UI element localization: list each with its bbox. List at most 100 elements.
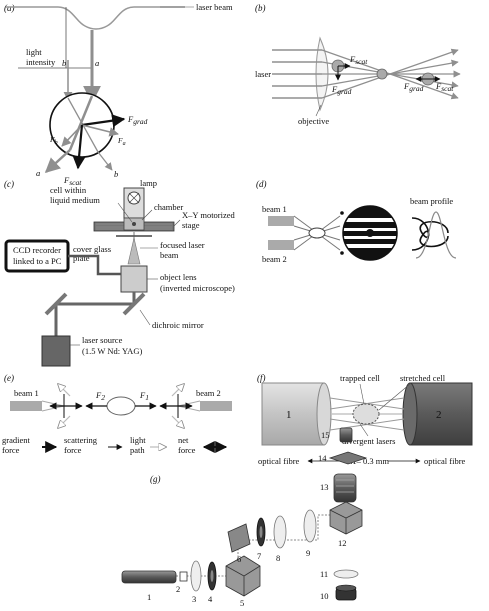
- e-beam2-label: beam 2: [196, 388, 221, 398]
- b-fscat-label: Fscat: [349, 54, 368, 66]
- ccd-label-2: linked to a PC: [13, 256, 62, 266]
- legend-light-1: light: [130, 435, 146, 445]
- focused-label-1: focused laser: [160, 240, 205, 250]
- mirror-left: [44, 292, 68, 316]
- object-label-1: object lens: [160, 272, 197, 282]
- stage-label-2: stage: [182, 220, 200, 230]
- d-profile-curve-2: [411, 230, 449, 251]
- lamp-cross: [128, 192, 140, 204]
- f-scat-label: Fscat: [63, 175, 82, 187]
- g-label-2: 2: [176, 584, 180, 594]
- cell-label-1: cell within: [50, 185, 87, 195]
- f-stretched-label: stretched cell: [400, 373, 446, 383]
- ray-b-outgoing: [97, 151, 113, 171]
- light-label: light: [26, 47, 42, 57]
- chamber-label: chamber: [154, 202, 183, 212]
- panel-g-label: (g): [150, 474, 161, 484]
- intensity-profile-curve: [6, 6, 185, 30]
- e-beam1-bar: [10, 401, 42, 411]
- g-label-11: 11: [320, 569, 328, 579]
- force-b-arrow: [61, 124, 83, 147]
- out-a-label: a: [36, 168, 40, 178]
- g-objective-13: [333, 473, 357, 503]
- laser-path: [54, 292, 136, 336]
- g-stage-14: [328, 451, 368, 465]
- g-label-1: 1: [147, 592, 151, 602]
- legend-gradient-1: gradient: [2, 435, 30, 445]
- panel-g: (g): [121, 427, 368, 608]
- panel-f: (f) 1 2 trapped cell stretched cell dive…: [257, 373, 473, 466]
- cover-label-2: plate: [73, 253, 90, 263]
- e-beam1-label: beam 1: [14, 388, 39, 398]
- g-cube-5: [225, 555, 261, 597]
- source-label-1: laser source: [82, 335, 123, 345]
- g-label-12: 12: [338, 538, 347, 548]
- source-label-2: (1.5 W Nd: YAG): [82, 346, 142, 356]
- panel-a-label: (a): [4, 3, 15, 13]
- g-disk-11: [333, 569, 359, 579]
- g-component-numbers: 1 2 3 4 5 6 7 8 9 10 11 12 13 14 15: [147, 430, 347, 608]
- stage-label-1: X–Y motorized: [182, 210, 236, 220]
- g-label-8: 8: [276, 553, 280, 563]
- d-beam2-bar: [268, 240, 294, 250]
- intensity-label: intensity: [26, 57, 56, 67]
- focused-laser-beam: [127, 237, 141, 265]
- g-label-7: 7: [257, 551, 261, 561]
- g-label-5: 5: [240, 598, 244, 608]
- panel-c-label: (c): [4, 179, 14, 189]
- panel-f-label: (f): [257, 373, 266, 383]
- f-grad-label: Fgrad: [127, 114, 148, 126]
- d-beam1-bar: [268, 216, 294, 226]
- laser-source: [41, 335, 71, 367]
- legend-net-1: net: [178, 435, 189, 445]
- cell-label-2: liquid medium: [50, 195, 100, 205]
- d-profile-label: beam profile: [410, 196, 453, 206]
- legend-gradient-2: force: [2, 445, 20, 455]
- g-label-15: 15: [321, 430, 330, 440]
- f-distance-label: 0.1– 0.3 mm: [346, 456, 389, 466]
- g-label-13: 13: [320, 482, 329, 492]
- b-fscat2-label: Fscat: [435, 81, 454, 93]
- bead-center: [376, 68, 388, 80]
- g-label-6: 6: [237, 554, 241, 564]
- ccd-label-1: CCD recorder: [13, 245, 61, 255]
- b-fgrad2-label: Fgrad: [403, 81, 424, 93]
- panel-b-label: (b): [255, 3, 266, 13]
- b-fgrad-label: Fgrad: [331, 84, 352, 96]
- g-lens-8: [273, 515, 287, 549]
- e-f2-label: F2: [95, 390, 105, 402]
- g-label-14: 14: [318, 453, 327, 463]
- legend-scattering-2: force: [64, 445, 82, 455]
- panel-c: (c) lamp cell within liquid medium chamb…: [4, 178, 236, 367]
- g-label-4: 4: [208, 594, 213, 604]
- ccd-optical-path: [68, 254, 121, 276]
- g-lens-3: [190, 560, 202, 592]
- lamp-label: lamp: [140, 178, 157, 188]
- f-trapped-label: trapped cell: [340, 373, 381, 383]
- out-b-label: b: [114, 169, 118, 179]
- ray-a-label: a: [95, 58, 99, 68]
- g-pinhole-2: [179, 571, 188, 582]
- ray-a-refracted: [68, 95, 94, 151]
- objective-leader: [315, 104, 322, 117]
- legend-scattering-1: scattering: [64, 435, 98, 445]
- focused-label-2: beam: [160, 250, 179, 260]
- fibre-1: [261, 382, 325, 446]
- incoming-rays: [272, 49, 322, 99]
- laser-beam-label: laser beam: [196, 2, 233, 12]
- g-mirror-6: [227, 523, 251, 553]
- f-fibre-right-label: optical fibre: [424, 456, 466, 466]
- g-camera-15: [339, 427, 353, 443]
- f-fibre-left-label: optical fibre: [258, 456, 300, 466]
- d-beam1-label: beam 1: [262, 204, 287, 214]
- panel-b: (b) laser objective Fscat Fgr: [255, 3, 461, 126]
- cover-label-1: cover glass: [73, 244, 111, 254]
- e-beam2-bar: [200, 401, 232, 411]
- g-lens-9: [303, 509, 317, 543]
- objective-label: objective: [298, 116, 329, 126]
- object-label-2: (inverted microscope): [160, 283, 235, 293]
- force-grad-arrow: [81, 114, 126, 128]
- e-f1-label: F1: [139, 390, 149, 402]
- d-beam2-label: beam 2: [262, 254, 287, 264]
- f-divergent-label: divergent lasers: [342, 436, 395, 446]
